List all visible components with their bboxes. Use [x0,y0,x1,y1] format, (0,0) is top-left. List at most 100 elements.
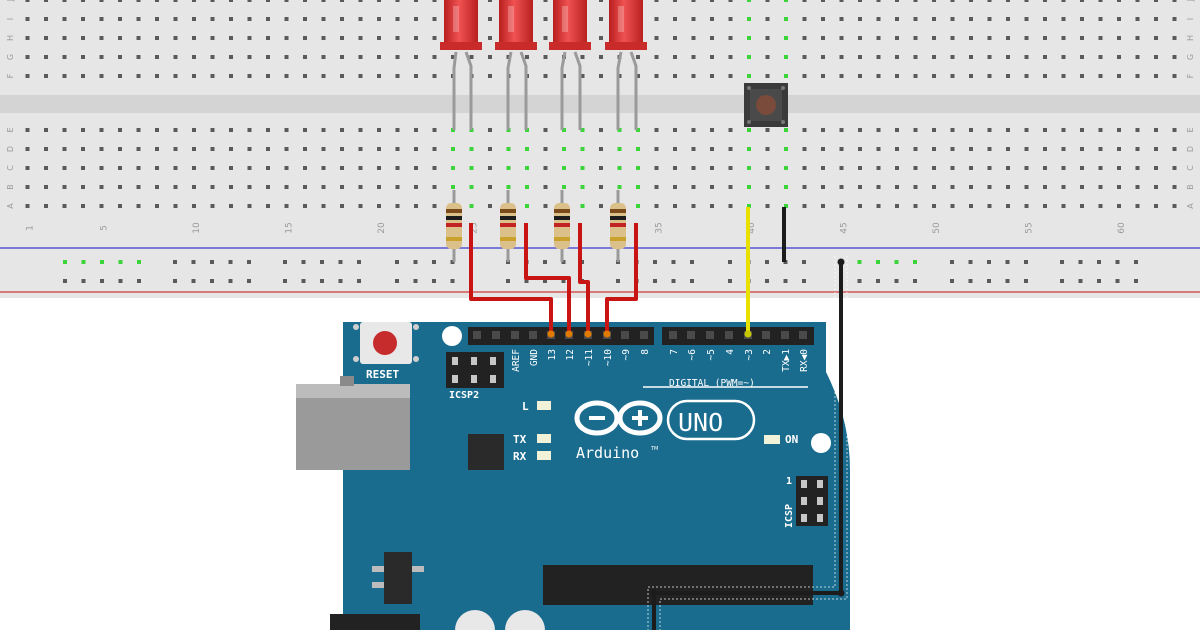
breadboard-hole [876,204,881,208]
breadboard-hole [673,55,677,59]
usb-connector [296,384,410,470]
breadboard-hole [155,55,159,59]
breadboard-hole [118,204,122,208]
breadboard-hole [802,147,807,151]
breadboard-hole [247,74,252,78]
header-pin [762,331,770,339]
breadboard-hole [950,185,955,189]
breadboard-hole [210,36,215,40]
breadboard-hole [543,17,548,21]
rail-hole [876,279,880,283]
breadboard-hole [210,204,215,208]
wire-end-pin10 [603,330,611,338]
rail-hole [357,279,361,283]
breadboard-hole [710,147,714,151]
breadboard-hole [488,204,492,208]
breadboard-hole [1135,74,1140,78]
breadboard-hole [784,185,788,189]
breadboard-hole [303,17,307,21]
breadboard-hole [1117,0,1121,2]
breadboard-hole [599,166,603,170]
breadboard-hole [1024,128,1029,132]
breadboard-hole [562,166,566,170]
breadboard-hole [765,128,770,132]
row-letter: D [6,146,15,152]
breadboard-hole [395,185,400,189]
breadboard-hole [210,55,215,59]
breadboard-hole [747,74,751,78]
breadboard-hole [673,74,677,78]
breadboard-hole [1043,36,1047,40]
capacitor [505,610,545,630]
pin-label: ~9 [621,349,632,361]
breadboard-hole [636,166,640,170]
breadboard-hole [432,185,437,189]
rail-hole [968,260,973,264]
breadboard-hole [1024,36,1029,40]
breadboard-hole [118,166,122,170]
breadboard-hole [506,166,511,170]
breadboard-hole [321,147,326,151]
breadboard-hole [765,185,770,189]
breadboard-hole [451,166,455,170]
breadboard-hole [617,147,622,151]
breadboard-hole [1098,55,1103,59]
column-number: 5 [100,225,110,231]
breadboard-hole [1154,128,1158,132]
column-number: 50 [932,222,942,234]
breadboard-hole [525,185,529,189]
breadboard-hole [229,185,233,189]
column-number: 60 [1117,222,1127,234]
breadboard-hole [858,55,862,59]
rail-hole [413,260,418,264]
breadboard-hole [284,185,289,189]
breadboard-hole [266,166,270,170]
breadboard-hole [1006,55,1010,59]
reset-button[interactable] [353,322,419,364]
header-pin [621,331,629,339]
breadboard-hole [1061,0,1066,2]
breadboard-hole [247,147,252,151]
rail-hole [1060,279,1064,283]
breadboard-hole [821,147,825,151]
breadboard-hole [802,55,807,59]
rail-hole [876,260,880,264]
breadboard-hole [1024,55,1029,59]
digital-label: DIGITAL (PWM=~) [669,378,755,389]
breadboard-hole [1006,204,1010,208]
breadboard-hole [1024,204,1029,208]
breadboard-hole [1061,17,1066,21]
breadboard-hole [1006,185,1010,189]
pin-label: ~6 [687,349,698,361]
breadboard-hole [358,166,363,170]
breadboard-hole [673,204,677,208]
rail-hole [765,260,769,264]
breadboard-hole [784,166,788,170]
breadboard-hole [1154,166,1158,170]
push-button[interactable] [744,83,788,127]
breadboard-hole [987,17,992,21]
breadboard-hole [414,17,418,21]
rx-label: RX [513,450,527,463]
breadboard-hole [266,17,270,21]
breadboard-hole [173,128,178,132]
breadboard-hole [839,147,844,151]
breadboard-hole [1043,128,1047,132]
breadboard-hole [821,17,825,21]
row-letter: J [6,0,15,2]
breadboard-hole [358,55,363,59]
resistor [446,190,462,262]
breadboard-hole [266,147,270,151]
breadboard-hole [1172,55,1177,59]
rail-hole [63,279,67,283]
breadboard-hole [654,128,659,132]
breadboard-hole [728,204,733,208]
breadboard-hole [81,128,85,132]
breadboard-hole [1154,55,1158,59]
breadboard-hole [876,36,881,40]
breadboard-hole [25,74,30,78]
breadboard-hole [728,0,733,2]
rail-hole [100,279,104,283]
breadboard-hole [44,128,48,132]
breadboard-hole [950,128,955,132]
